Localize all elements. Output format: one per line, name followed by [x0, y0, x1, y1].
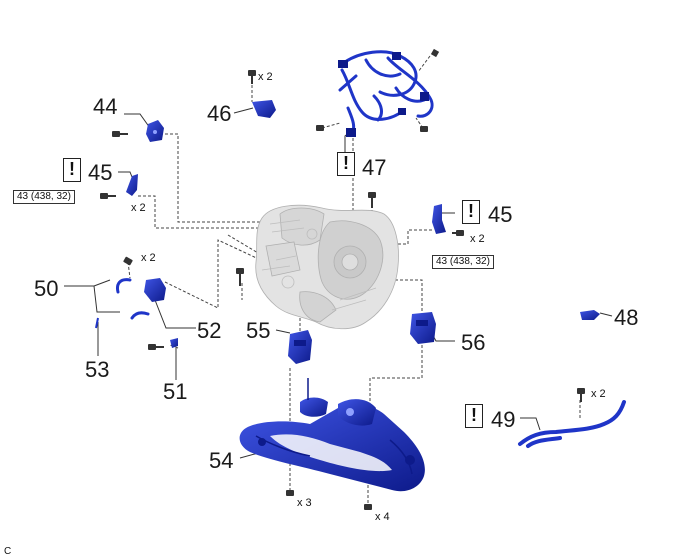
part-55-mount [288, 330, 312, 364]
qty-46: x 2 [258, 71, 273, 83]
callout-55: 55 [246, 318, 271, 343]
bolt-engine-top [368, 192, 376, 208]
callout-53: 53 [85, 357, 110, 382]
callout-50: 50 [34, 276, 59, 301]
part-51-bolt [148, 338, 178, 350]
qty-49: x 2 [591, 388, 606, 400]
part-45-right-bracket [432, 204, 446, 234]
corner-letter: C [4, 546, 12, 557]
callout-54: 54 [209, 448, 234, 473]
part-53-pin [95, 317, 99, 329]
callout-47: 47 [362, 155, 387, 180]
bolt-45-right [452, 230, 464, 236]
bolt-45-left [100, 193, 116, 199]
qty-50: x 2 [141, 252, 156, 264]
qty-45-left: x 2 [131, 202, 146, 214]
callout-49: 49 [491, 407, 516, 432]
part-52-bracket [144, 278, 166, 302]
callout-45-left: 45 [88, 160, 113, 185]
part-48-clip [580, 310, 600, 320]
warning-icon-45-left: ! [63, 158, 81, 182]
bolt-46 [248, 70, 256, 84]
warning-icon-49: ! [465, 404, 483, 428]
part-44-bracket [146, 120, 164, 142]
callout-48: 48 [614, 305, 639, 330]
qty-54-right: x 4 [375, 511, 390, 523]
harness-connectors [338, 52, 429, 137]
bolts-47 [316, 48, 440, 132]
warning-icon-45-right: ! [462, 200, 480, 224]
callout-45-right: 45 [488, 202, 513, 227]
torque-spec-left: 43 (438, 32) [13, 190, 75, 204]
torque-spec-right: 43 (438, 32) [432, 255, 494, 269]
bolt-50 [123, 256, 133, 266]
part-45-left-bracket [126, 174, 138, 196]
callout-46: 46 [207, 101, 232, 126]
callout-44: 44 [93, 94, 118, 119]
bolt-49 [577, 388, 585, 402]
part-50-link [116, 278, 150, 320]
part-54-subframe [239, 378, 425, 492]
callout-56: 56 [461, 330, 486, 355]
qty-45-right: x 2 [470, 233, 485, 245]
engine-assembly [255, 204, 399, 330]
warning-icon-47: ! [337, 152, 355, 176]
bolt-44 [112, 131, 128, 137]
part-46-bracket [252, 100, 276, 118]
callout-51: 51 [163, 379, 188, 404]
bolt-55 [236, 268, 244, 286]
bolts-54 [286, 490, 372, 510]
part-56-mount [410, 312, 436, 344]
qty-54-left: x 3 [297, 497, 312, 509]
part-49-tube [518, 400, 626, 448]
callout-52: 52 [197, 318, 222, 343]
